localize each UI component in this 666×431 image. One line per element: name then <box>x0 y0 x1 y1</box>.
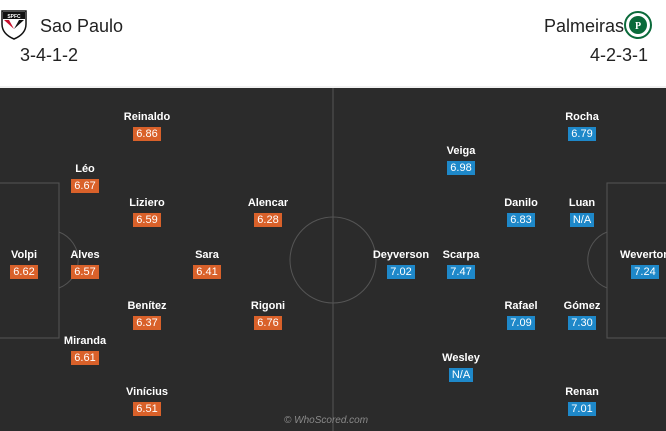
player-weverton[interactable]: Weverton 7.24 <box>610 248 666 280</box>
player-name: Benítez <box>127 300 167 312</box>
player-deyverson[interactable]: Deyverson 7.02 <box>366 248 436 280</box>
player-rating-badge: 6.67 <box>71 179 99 193</box>
player-name: Alves <box>70 249 100 261</box>
player-gomez[interactable]: Gómez 7.30 <box>547 299 617 331</box>
player-rating-badge: 6.37 <box>133 316 161 330</box>
player-name: Wesley <box>442 352 480 364</box>
player-wesley[interactable]: Wesley N/A <box>426 351 496 383</box>
player-reinaldo[interactable]: Reinaldo 6.86 <box>112 110 182 142</box>
player-rafael[interactable]: Rafael 7.09 <box>486 299 556 331</box>
sao-paulo-crest-icon: SPFC <box>0 10 28 40</box>
header-divider <box>0 86 666 88</box>
player-name: Reinaldo <box>123 111 171 123</box>
away-team-name[interactable]: Palmeiras <box>543 16 624 36</box>
pitch-markings <box>0 88 666 431</box>
player-miranda[interactable]: Miranda 6.61 <box>50 334 120 366</box>
svg-text:P: P <box>635 21 641 32</box>
player-rating-badge: 6.76 <box>254 316 282 330</box>
player-name: Renan <box>565 386 599 398</box>
player-name: Luan <box>568 197 596 209</box>
player-name: Miranda <box>63 335 107 347</box>
player-rating-badge: 6.41 <box>193 265 221 279</box>
player-rating-badge: 6.28 <box>254 213 282 227</box>
player-rating-badge: 6.57 <box>71 265 99 279</box>
player-name: Volpi <box>10 249 38 261</box>
home-formation: 3-4-1-2 <box>20 45 79 65</box>
player-rating-badge: 7.24 <box>631 265 659 279</box>
player-rating-badge: 6.98 <box>447 161 475 175</box>
player-name: Rafael <box>504 300 538 312</box>
player-name: Scarpa <box>442 249 480 261</box>
whoscored-watermark: © WhoScored.com <box>284 415 369 426</box>
player-name: Rocha <box>565 111 599 123</box>
player-alencar[interactable]: Alencar 6.28 <box>233 196 303 228</box>
player-rating-badge: 6.86 <box>133 127 161 141</box>
player-rocha[interactable]: Rocha 6.79 <box>547 110 617 142</box>
player-alves[interactable]: Alves 6.57 <box>50 248 120 280</box>
player-name: Veiga <box>446 145 476 157</box>
player-renan[interactable]: Renan 7.01 <box>547 385 617 417</box>
player-name: Léo <box>75 163 95 175</box>
player-vinicius[interactable]: Vinícius 6.51 <box>112 385 182 417</box>
palmeiras-crest-icon: P <box>624 10 652 40</box>
player-name: Alencar <box>247 197 289 209</box>
player-name: Deyverson <box>372 249 430 261</box>
player-sara[interactable]: Sara 6.41 <box>172 248 242 280</box>
player-danilo[interactable]: Danilo 6.83 <box>486 196 556 228</box>
player-rating-badge: 7.09 <box>507 316 535 330</box>
player-leo[interactable]: Léo 6.67 <box>50 162 120 194</box>
player-name: Weverton <box>620 249 666 261</box>
player-luan[interactable]: Luan N/A <box>547 196 617 228</box>
player-rating-badge: N/A <box>448 368 474 382</box>
player-name: Gómez <box>563 300 601 312</box>
player-veiga[interactable]: Veiga 6.98 <box>426 144 496 176</box>
player-benitez[interactable]: Benítez 6.37 <box>112 299 182 331</box>
player-rating-badge: 7.01 <box>568 402 596 416</box>
match-header: SPFC Sao Paulo 3-4-1-2 Palmeiras P 4-2-3… <box>0 0 666 88</box>
player-rigoni[interactable]: Rigoni 6.76 <box>233 299 303 331</box>
player-rating-badge: N/A <box>569 213 595 227</box>
player-name: Rigoni <box>250 300 286 312</box>
player-rating-badge: 7.02 <box>387 265 415 279</box>
away-formation: 4-2-3-1 <box>589 45 648 65</box>
player-rating-badge: 6.59 <box>133 213 161 227</box>
pitch: Volpi 6.62 Alves 6.57 Léo 6.67 Miranda 6… <box>0 88 666 431</box>
player-name: Liziero <box>129 197 165 209</box>
player-rating-badge: 6.62 <box>10 265 38 279</box>
player-rating-badge: 6.79 <box>568 127 596 141</box>
home-team-name[interactable]: Sao Paulo <box>40 16 124 36</box>
player-rating-badge: 6.61 <box>71 351 99 365</box>
player-rating-badge: 7.47 <box>447 265 475 279</box>
player-name: Sara <box>195 249 219 261</box>
player-rating-badge: 7.30 <box>568 316 596 330</box>
player-name: Danilo <box>504 197 538 209</box>
player-rating-badge: 6.51 <box>133 402 161 416</box>
svg-text:SPFC: SPFC <box>7 14 21 20</box>
player-scarpa[interactable]: Scarpa 7.47 <box>426 248 496 280</box>
player-rating-badge: 6.83 <box>507 213 535 227</box>
player-name: Vinícius <box>126 386 168 398</box>
player-volpi[interactable]: Volpi 6.62 <box>0 248 59 280</box>
player-liziero[interactable]: Liziero 6.59 <box>112 196 182 228</box>
